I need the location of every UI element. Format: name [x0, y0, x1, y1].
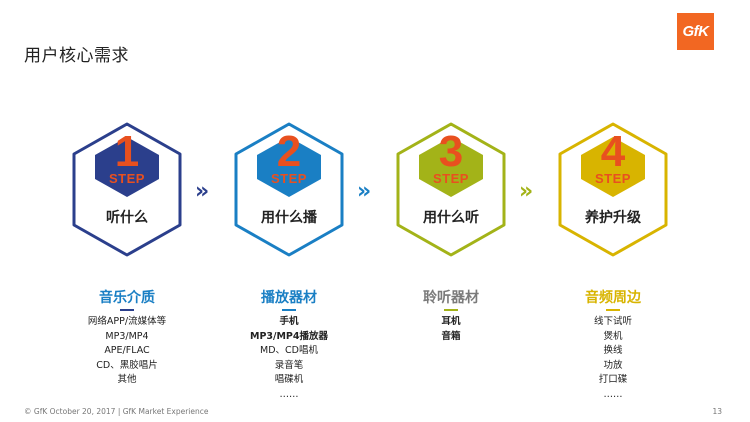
- column-underline: [606, 309, 620, 311]
- column-underline: [282, 309, 296, 311]
- step-3-hexagon-shape: [396, 122, 506, 257]
- list-item: MP3/MP4播放器: [249, 330, 329, 342]
- list-item: 唱碟机: [274, 374, 304, 385]
- step-1-label: 听什么: [106, 210, 148, 226]
- step-3-hexagon: 3 STEP 用什么听: [395, 121, 507, 258]
- footer-copyright: © GfK October 20, 2017 | GfK Market Expe…: [24, 407, 209, 416]
- list-item: 网络APP/流媒体等: [87, 316, 167, 327]
- column-title: 音乐介质: [99, 290, 155, 306]
- step-1-number: 1: [114, 127, 140, 176]
- column-title: 聆听器材: [423, 290, 479, 306]
- list-item: MP3/MP4: [105, 330, 149, 342]
- list-item: 线下试听: [593, 316, 632, 327]
- step-4-label: 养护升级: [585, 210, 641, 226]
- step-2-number: 2: [276, 127, 302, 176]
- page-number: 13: [712, 407, 722, 416]
- step-2-hexagon: 2 STEP 用什么播: [233, 121, 345, 258]
- step-4-hexagon: 4 STEP 养护升级: [557, 121, 669, 258]
- step-4-number: 4: [600, 127, 626, 176]
- step-2-hexagon-shape: [234, 122, 344, 257]
- gfk-logo: GfK: [677, 13, 714, 50]
- step-3-number: 3: [438, 127, 464, 176]
- list-item: 功放: [603, 359, 623, 371]
- step-4-step-text: STEP: [595, 171, 631, 186]
- column-audio-accessories: 音频周边 线下试听 煲机 换线 功放 打口碟 ……: [538, 288, 688, 402]
- step-3-step-text: STEP: [433, 171, 469, 186]
- step-2-label: 用什么播: [261, 210, 317, 226]
- list-item: 音箱: [441, 330, 461, 342]
- step-3-label: 用什么听: [423, 210, 479, 226]
- step-4-hexagon-shape: [558, 122, 668, 257]
- list-item: 耳机: [441, 316, 461, 327]
- list-item: 打口碟: [598, 374, 628, 385]
- column-underline: [120, 309, 134, 311]
- column-title: 播放器材: [261, 290, 317, 306]
- double-chevron-right-icon: »: [519, 179, 534, 204]
- list-item: 其他: [117, 374, 137, 385]
- list-item: 录音笔: [274, 359, 304, 371]
- double-chevron-right-icon: »: [357, 179, 372, 204]
- column-listening-devices: 聆听器材 耳机 音箱: [376, 288, 526, 344]
- column-music-media: 音乐介质 网络APP/流媒体等 MP3/MP4 APE/FLAC CD、黑胶唱片…: [52, 288, 202, 388]
- step-1-step-text: STEP: [109, 171, 145, 186]
- step-1-hexagon-shape: [72, 122, 182, 257]
- slide-title: 用户核心需求: [24, 46, 129, 66]
- list-item: 手机: [279, 316, 299, 327]
- double-chevron-right-icon: »: [195, 179, 210, 204]
- column-title: 音频周边: [585, 290, 641, 306]
- column-playback-devices: 播放器材 手机 MP3/MP4播放器 MD、CD唱机 录音笔 唱碟机 ……: [214, 288, 364, 402]
- list-item: MD、CD唱机: [260, 345, 318, 356]
- list-item: CD、黑胶唱片: [96, 359, 158, 371]
- list-item: ……: [279, 388, 299, 400]
- step-1-hexagon: 1 STEP 听什么: [71, 121, 183, 258]
- list-item: ……: [603, 388, 623, 400]
- list-item: APE/FLAC: [104, 345, 150, 356]
- column-underline: [444, 309, 458, 311]
- list-item: 换线: [603, 345, 623, 356]
- step-2-step-text: STEP: [271, 171, 307, 186]
- list-item: 煲机: [603, 330, 623, 342]
